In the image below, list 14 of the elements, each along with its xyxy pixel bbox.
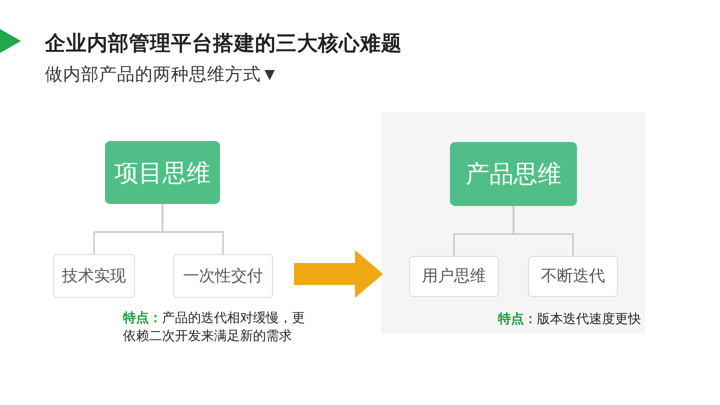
connector-line [512,206,574,256]
background-panel [381,112,645,334]
note-text: 特点：版本迭代速度更快 [498,310,641,328]
subtopic-box: 用户思维 [409,256,499,297]
note-text: 特点：产品的迭代相对缓慢，更依赖二次开发来满足新的需求 [123,309,306,346]
topic-box: 产品思维 [450,142,577,206]
subtopic-box: 一次性交付 [173,254,273,298]
subtopic-box: 技术实现 [53,254,135,298]
title: 企业内部管理平台搭建的三大核心难题 [45,32,402,57]
connector-line [162,204,224,254]
subtitle: 做内部产品的两种思维方式▼ [45,64,278,85]
topic-box: 项目思维 [105,141,220,204]
arrow [294,250,383,298]
subtopic-box: 不断迭代 [528,256,618,297]
